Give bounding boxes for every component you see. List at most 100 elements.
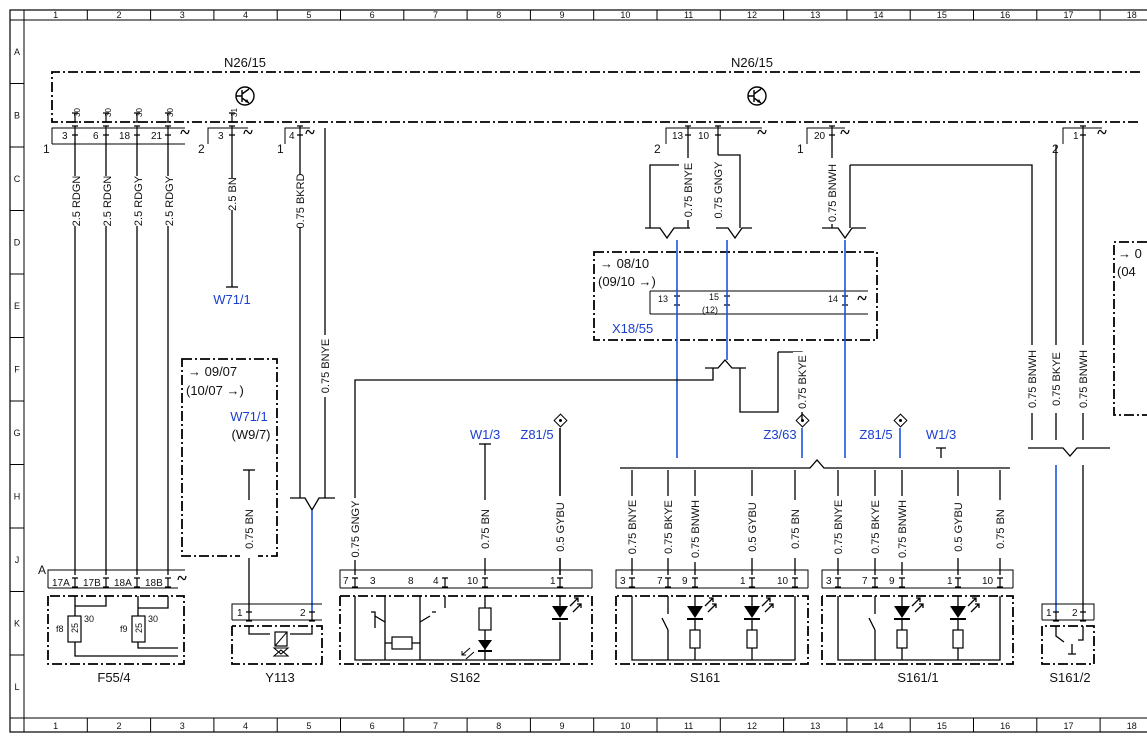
module-connectors: 1 2 1 2 1 2 3 6 18 21 3 4 13 10 20 1 <box>43 125 1107 156</box>
ref-w1-3: W1/3 <box>926 427 956 442</box>
svg-text:21: 21 <box>151 131 163 142</box>
wire-label: 0.75 BKYE <box>663 500 675 554</box>
grid-row-label: B <box>14 110 20 120</box>
svg-text:(12): (12) <box>702 305 718 315</box>
svg-text:10: 10 <box>982 576 994 587</box>
svg-text:30: 30 <box>166 108 175 117</box>
power-wires: 2.5 RDGN 2.5 RDGN 2.5 RDGY 2.5 RDGY 2.5 … <box>66 135 251 575</box>
svg-text:→ 09/07: → 09/07 <box>188 364 237 379</box>
grid-column-label: 3 <box>180 721 185 731</box>
svg-text:25: 25 <box>70 623 80 633</box>
svg-text:10: 10 <box>698 131 710 142</box>
wire-label: 0.75 BN <box>244 509 256 549</box>
y113-feed-wires: 0.75 BKRD 0.75 BNYE <box>290 128 335 612</box>
grid-column-label: 2 <box>116 721 121 731</box>
grid-column-label: 11 <box>684 721 693 731</box>
wire-label: 0.75 BNWH <box>690 500 702 558</box>
s161-bus <box>620 459 1010 469</box>
svg-text:30: 30 <box>84 614 94 624</box>
grid-column-label: 13 <box>810 10 820 20</box>
svg-text:4: 4 <box>289 131 295 142</box>
grid-row-label: K <box>14 618 20 628</box>
grid-column-label: 17 <box>1063 721 1073 731</box>
internal-pins: 30 30 30 30 31 <box>71 108 239 123</box>
wire-label: 0.75 BN <box>995 509 1007 549</box>
grid-column-label: 5 <box>306 10 311 20</box>
grid-column-label: 17 <box>1063 10 1073 20</box>
grid-column-label: 12 <box>747 10 757 20</box>
ref-w1-3: W1/3 <box>470 427 500 442</box>
grid-column-label: 5 <box>306 721 311 731</box>
lower-wire-labels: 0.75 BN 0.5 GYBU 0.75 BNYE 0.75 BKYE 0.7… <box>476 428 1009 575</box>
wire-label: 0.75 BN <box>480 509 492 549</box>
grid-row-label: E <box>14 301 20 311</box>
wire-label: 2.5 RDGY <box>133 175 145 226</box>
svg-text:14: 14 <box>828 294 838 304</box>
svg-text:13: 13 <box>672 131 684 142</box>
grid-column-label: 12 <box>747 721 757 731</box>
grid-column-label: 16 <box>1000 10 1010 20</box>
svg-text:3: 3 <box>826 576 832 587</box>
wire-label: 2.5 RDGY <box>164 175 176 226</box>
grid-column-label: 16 <box>1000 721 1010 731</box>
ref-z81-5: Z81/5 <box>859 427 892 442</box>
grid-column-label: 10 <box>620 10 630 20</box>
svg-text:(10/07 →): (10/07 →) <box>186 383 244 398</box>
wire-label: 0.75 GNGY <box>713 161 725 219</box>
grid-column-label: 14 <box>874 721 884 731</box>
svg-text:4: 4 <box>433 576 439 587</box>
s161-1-switch: 3 7 9 1 10 S161/1 <box>821 569 1014 685</box>
wire-label: 0.5 GYBU <box>953 502 965 552</box>
svg-text:2: 2 <box>654 142 661 156</box>
svg-text:3: 3 <box>620 576 626 587</box>
ref-z3-63: Z3/63 <box>763 427 796 442</box>
svg-text:1: 1 <box>277 142 284 156</box>
wire-label: 0.75 BKRD <box>295 173 307 228</box>
transistor-icon <box>747 86 767 106</box>
grid-column-label: 7 <box>433 721 438 731</box>
ref-w71-1: W71/1 <box>230 409 268 424</box>
svg-text:30: 30 <box>104 108 113 117</box>
svg-text:→ 08/10: → 08/10 <box>600 256 649 271</box>
grid-row-label: J <box>15 555 20 565</box>
transistor-icon <box>235 86 255 106</box>
svg-text:31: 31 <box>230 108 239 117</box>
grid-column-label: 4 <box>243 10 248 20</box>
svg-text:18A: 18A <box>114 578 132 589</box>
grid-column-label: 2 <box>116 10 121 20</box>
svg-text:1: 1 <box>1046 608 1052 619</box>
grid-column-label: 3 <box>180 10 185 20</box>
svg-text:17A: 17A <box>52 578 70 589</box>
svg-text:17B: 17B <box>83 578 101 589</box>
grid-row-label: A <box>14 47 20 57</box>
component-label: S161 <box>690 670 720 685</box>
wire-label: 2.5 RDGN <box>71 176 83 227</box>
f55-4-fusebox: A 17A 17B 18A 18B f8 f9 25 25 30 30 F55/… <box>38 563 187 685</box>
grid-column-label: 11 <box>684 10 693 20</box>
grid-row-label: F <box>14 364 20 374</box>
grid-row-label: L <box>14 682 19 692</box>
svg-text:1: 1 <box>740 576 746 587</box>
ref-w71-1: W71/1 <box>213 292 251 307</box>
component-label: S162 <box>450 670 480 685</box>
wire-label: 0.75 BKYE <box>1051 352 1063 406</box>
wire-label: 0.75 BNYE <box>627 500 639 554</box>
svg-text:8: 8 <box>408 576 414 587</box>
svg-text:1: 1 <box>550 576 556 587</box>
grid-column-label: 13 <box>810 721 820 731</box>
wire-label: 0.75 BNYE <box>683 163 695 217</box>
svg-text:30: 30 <box>148 614 158 624</box>
grid-column-label: 8 <box>496 721 501 731</box>
grid-column-label: 15 <box>937 721 947 731</box>
ref-z81-5: Z81/5 <box>520 427 553 442</box>
wire-label: 0.75 BNWH <box>827 164 839 222</box>
grid-column-label: 18 <box>1127 10 1137 20</box>
svg-text:30: 30 <box>135 108 144 117</box>
n26-15-module: N26/15 N26/15 30 30 30 30 31 <box>51 55 1140 123</box>
grid-column-label: 9 <box>560 721 565 731</box>
wire-label: 0.75 BNWH <box>1078 350 1090 408</box>
svg-text:20: 20 <box>814 131 826 142</box>
svg-text:→ 0: → 0 <box>1118 246 1142 261</box>
grid-column-label: 8 <box>496 10 501 20</box>
